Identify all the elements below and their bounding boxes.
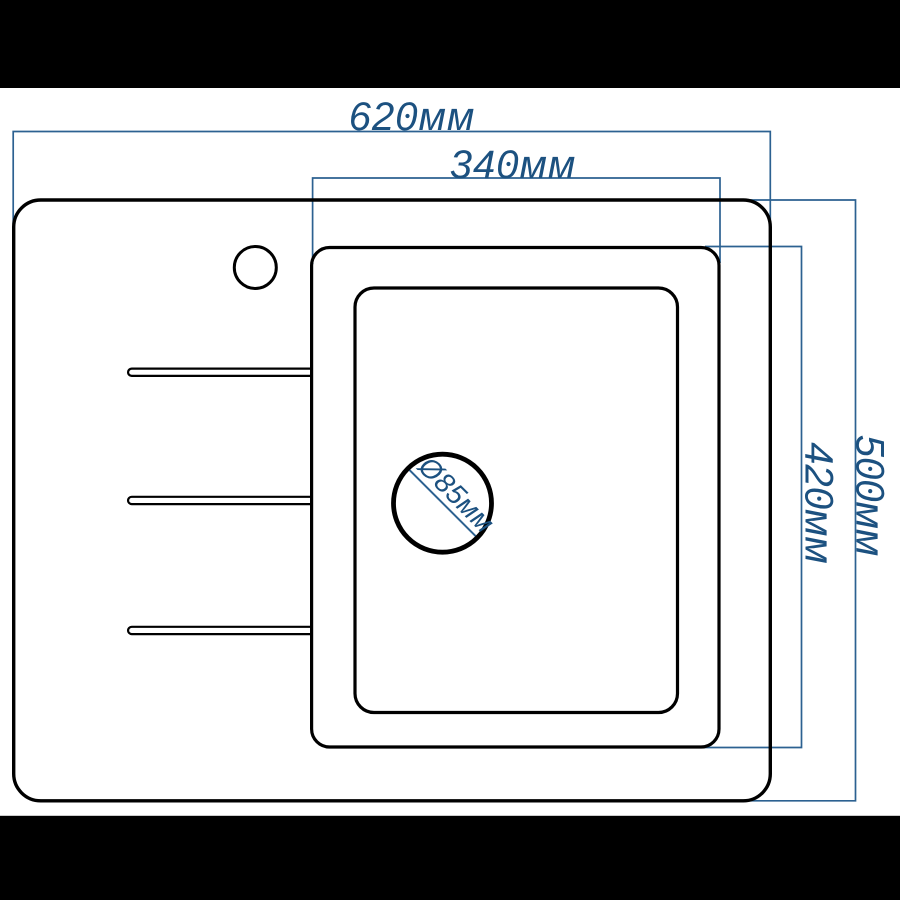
svg-text:420мм: 420мм	[797, 442, 841, 564]
svg-text:500мм: 500мм	[848, 435, 892, 557]
svg-text:340мм: 340мм	[450, 143, 577, 187]
svg-text:620мм: 620мм	[349, 95, 476, 139]
